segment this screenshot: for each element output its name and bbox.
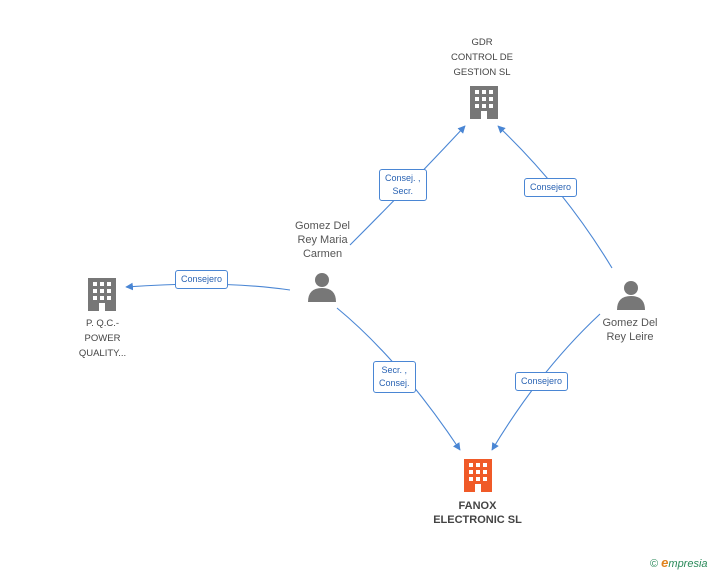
node-label-gdr[interactable]: GDR CONTROL DE GESTION SL [451, 37, 513, 78]
person-icon[interactable] [308, 273, 336, 302]
brand-logo-initial: e [661, 555, 669, 570]
edge-label-carmen-fanox: Secr. , Consej. [373, 361, 416, 393]
edge-label-leire-fanox: Consejero [515, 372, 569, 391]
node-label-carmen[interactable]: Gomez Del Rey Maria Carmen [294, 220, 351, 260]
empresia-watermark: © empresia [650, 555, 708, 570]
edge-leire-gdr [497, 125, 613, 269]
edge-label-leire-gdr: Consejero [524, 178, 578, 197]
edge-label-carmen-pqc: Consejero [175, 270, 229, 289]
node-label-pqc[interactable]: P. Q.C.- POWER QUALITY... [78, 318, 127, 359]
brand-logo-rest: mpresia [668, 558, 708, 570]
person-icon[interactable] [617, 281, 645, 310]
building-icon[interactable] [88, 278, 116, 311]
node-label-leire[interactable]: Gomez Del Rey Leire [602, 317, 658, 343]
node-label-fanox[interactable]: FANOX ELECTRONIC SL [433, 500, 522, 526]
building-icon[interactable] [470, 86, 498, 119]
building-icon[interactable] [464, 459, 492, 492]
edge-label-carmen-gdr: Consej. , Secr. [379, 169, 427, 201]
copyright-symbol: © [650, 558, 659, 570]
